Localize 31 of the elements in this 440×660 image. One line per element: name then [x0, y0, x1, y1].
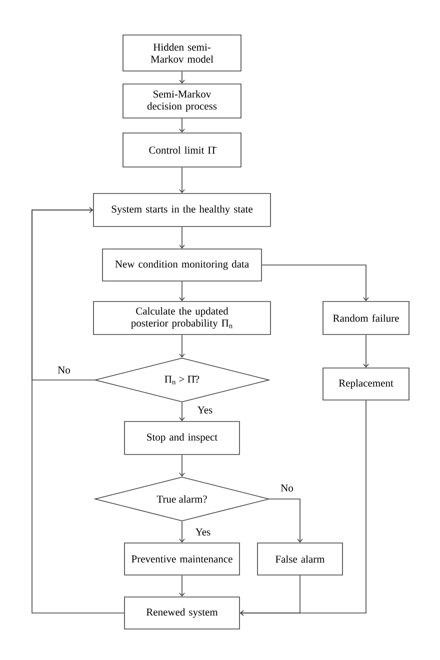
process-box: Calculate the updated posterior probability Π$_{n}$ [93, 301, 271, 335]
arrow [32, 207, 124, 614]
process-box: Renewed system [124, 596, 240, 630]
process-box: Replacement [322, 368, 410, 400]
arrow [179, 334, 185, 358]
arrow [179, 281, 185, 302]
process-box: Hidden semi-Markov model [122, 34, 242, 72]
process-box: New condition monitoring data [102, 248, 262, 282]
process-box: Semi-Markov decision process [122, 84, 242, 118]
edge-label: Yes [196, 406, 214, 414]
process-box: Preventive maintenance [124, 542, 240, 576]
arrow [179, 402, 185, 422]
arrow [179, 454, 185, 477]
edge-label: Yes [194, 528, 212, 536]
arrow [179, 226, 185, 249]
arrow [179, 167, 185, 194]
arrow [240, 400, 366, 616]
edge-label: No [280, 484, 294, 492]
arrow [269, 498, 303, 543]
process-box: Random failure [322, 301, 410, 335]
arrow [262, 264, 369, 302]
process-box: System starts in the healthy state [93, 193, 271, 227]
arrow [179, 521, 185, 543]
process-box: Control limit Π̄ [122, 132, 242, 168]
edge-label: No [56, 366, 72, 374]
process-box: False alarm [257, 542, 343, 576]
arrow [179, 71, 185, 84]
arrow [363, 334, 369, 368]
arrow [179, 118, 185, 133]
arrow [179, 575, 185, 597]
process-box: Stop and inspect [124, 421, 240, 455]
